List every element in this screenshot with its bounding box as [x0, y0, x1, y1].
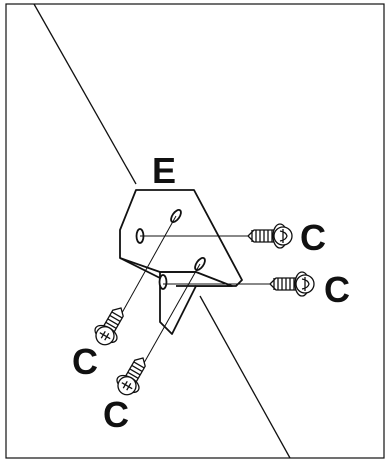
label-bracket-e: E	[152, 150, 176, 191]
diagram-frame	[5, 3, 385, 459]
label-screw-c-right-upper: C	[300, 217, 326, 258]
screw-icon	[247, 223, 293, 249]
label-screw-c-right-lower: C	[324, 269, 350, 310]
screw-icon	[116, 357, 146, 396]
label-screw-c-left-upper: C	[72, 341, 98, 382]
wall-edge-line	[33, 3, 291, 459]
screw-icon	[94, 307, 124, 346]
label-screw-c-left-lower: C	[103, 394, 129, 435]
screw-guide-lines	[117, 215, 282, 371]
l-bracket-icon	[119, 189, 243, 335]
screw-icon	[269, 271, 315, 297]
